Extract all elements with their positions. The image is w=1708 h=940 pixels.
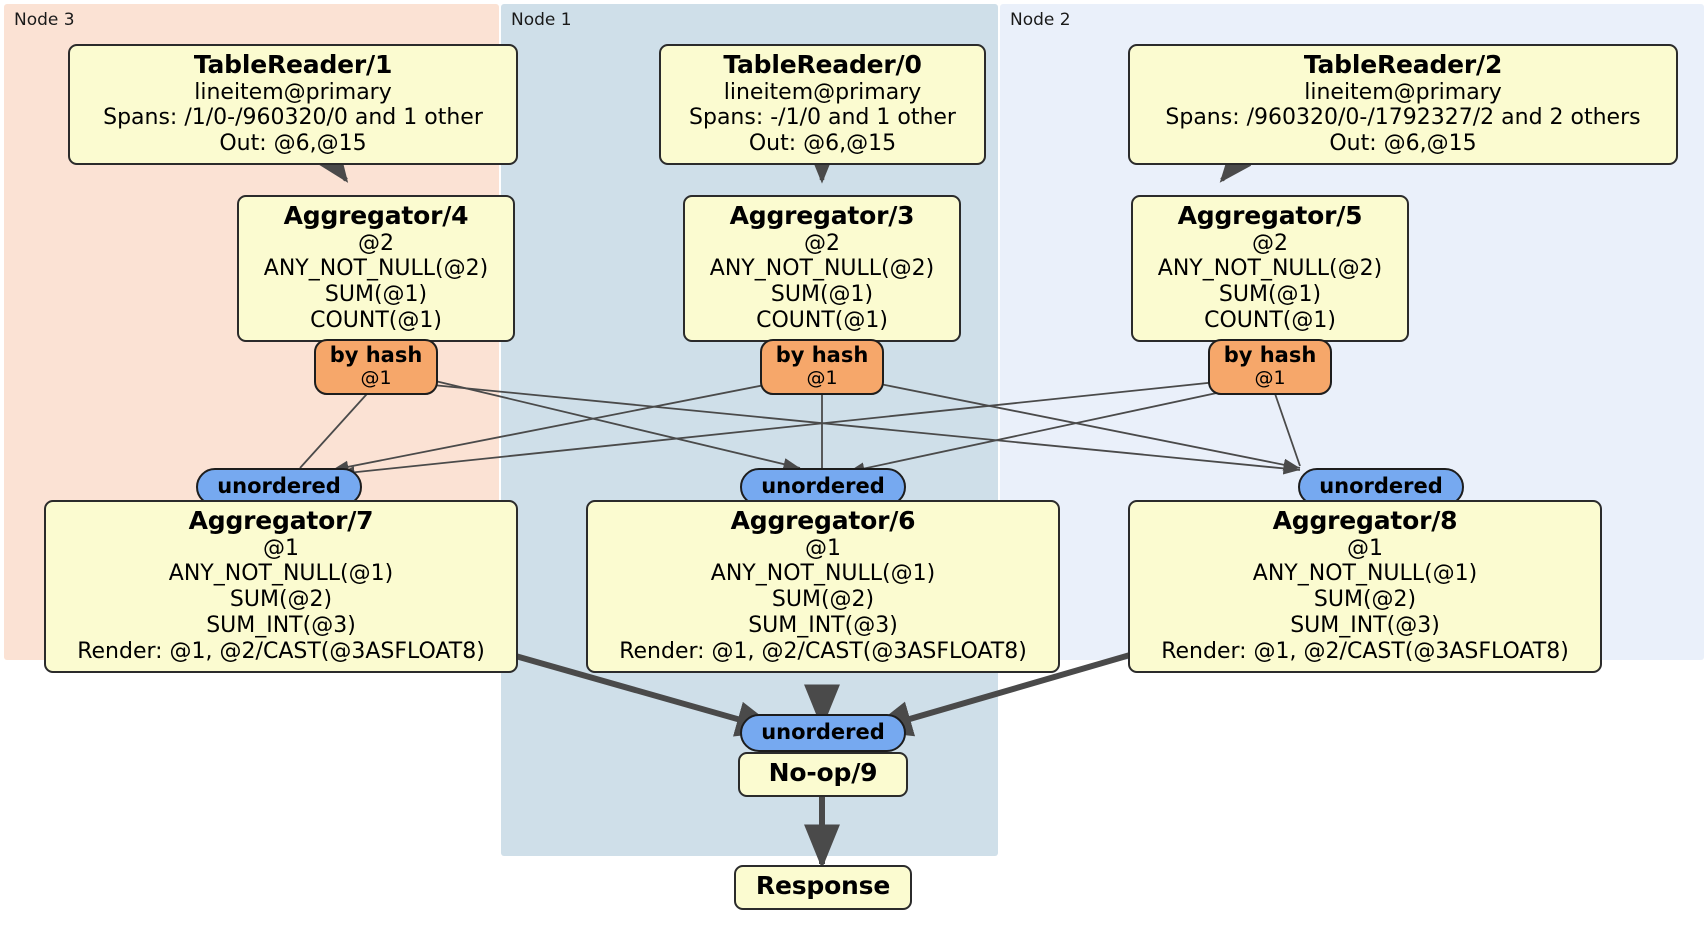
processor-line: Out: @6,@15 [219, 131, 367, 157]
processor-line: SUM(@2) [229, 587, 333, 613]
processor-title: TableReader/0 [723, 50, 922, 79]
processor-aggregator-5[interactable]: Aggregator/5 @2 ANY_NOT_NULL(@2) SUM(@1)… [1131, 195, 1409, 343]
router-label: by hash [1223, 343, 1317, 367]
processor-line: ANY_NOT_NULL(@2) [1157, 256, 1383, 282]
unordered-synchronizer-center[interactable]: unordered [740, 468, 906, 506]
processor-title: Aggregator/8 [1272, 506, 1458, 535]
processor-line: ANY_NOT_NULL(@1) [710, 561, 936, 587]
processor-line: Out: @6,@15 [748, 131, 897, 157]
processor-line: Out: @6,@15 [1329, 131, 1477, 157]
processor-line: @2 [358, 230, 394, 256]
processor-line: @1 [1347, 535, 1383, 561]
router-label: by hash [775, 343, 869, 367]
hash-router-right[interactable]: by hash @1 [1208, 339, 1332, 395]
processor-aggregator-6[interactable]: Aggregator/6 @1 ANY_NOT_NULL(@1) SUM(@2)… [586, 500, 1060, 674]
unordered-synchronizer-left[interactable]: unordered [196, 468, 362, 506]
processor-title: TableReader/1 [193, 50, 393, 79]
processor-line: SUM_INT(@3) [1290, 613, 1440, 639]
processor-title: Aggregator/7 [188, 506, 374, 535]
processor-title: Aggregator/4 [283, 201, 469, 230]
synchronizer-label: unordered [761, 720, 885, 745]
hash-router-center[interactable]: by hash @1 [760, 339, 884, 395]
processor-title: No-op/9 [768, 758, 878, 787]
node-panel-label: Node 2 [1010, 10, 1071, 30]
processor-line: lineitem@primary [1304, 79, 1502, 105]
processor-title: Response [755, 871, 891, 900]
processor-line: ANY_NOT_NULL(@2) [263, 256, 489, 282]
processor-line: COUNT(@1) [310, 308, 442, 334]
processor-title: Aggregator/5 [1177, 201, 1363, 230]
processor-line: lineitem@primary [194, 79, 392, 105]
processor-noop-9[interactable]: No-op/9 [738, 752, 908, 797]
synchronizer-label: unordered [761, 474, 885, 499]
processor-line: Render: @1, @2/CAST(@3ASFLOAT8) [619, 639, 1027, 665]
processor-title: TableReader/2 [1303, 50, 1503, 79]
processor-line: Spans: -/1/0 and 1 other [689, 105, 956, 131]
processor-line: COUNT(@1) [1204, 308, 1336, 334]
router-column: @1 [806, 366, 838, 389]
processor-line: @1 [805, 535, 841, 561]
processor-aggregator-4[interactable]: Aggregator/4 @2 ANY_NOT_NULL(@2) SUM(@1)… [237, 195, 515, 343]
processor-line: @1 [263, 535, 299, 561]
processor-line: SUM_INT(@3) [206, 613, 356, 639]
processor-tablereader-2[interactable]: TableReader/2 lineitem@primary Spans: /9… [1128, 44, 1678, 166]
node-panel-label: Node 1 [511, 10, 572, 30]
processor-title: Aggregator/3 [729, 201, 915, 230]
synchronizer-label: unordered [217, 474, 341, 499]
unordered-synchronizer-final[interactable]: unordered [740, 714, 906, 752]
synchronizer-label: unordered [1319, 474, 1443, 499]
processor-line: SUM_INT(@3) [748, 613, 898, 639]
processor-line: ANY_NOT_NULL(@1) [168, 561, 394, 587]
processor-line: COUNT(@1) [756, 308, 888, 334]
processor-tablereader-0[interactable]: TableReader/0 lineitem@primary Spans: -/… [659, 44, 986, 166]
router-label: by hash [329, 343, 423, 367]
node-panel-label: Node 3 [14, 10, 75, 30]
processor-line: SUM(@2) [771, 587, 875, 613]
processor-response[interactable]: Response [734, 865, 912, 910]
processor-line: Render: @1, @2/CAST(@3ASFLOAT8) [77, 639, 485, 665]
processor-title: Aggregator/6 [730, 506, 916, 535]
processor-line: lineitem@primary [723, 79, 922, 105]
router-column: @1 [360, 366, 392, 389]
processor-aggregator-7[interactable]: Aggregator/7 @1 ANY_NOT_NULL(@1) SUM(@2)… [44, 500, 518, 674]
processor-aggregator-3[interactable]: Aggregator/3 @2 ANY_NOT_NULL(@2) SUM(@1)… [683, 195, 961, 343]
router-column: @1 [1254, 366, 1286, 389]
processor-line: @2 [1252, 230, 1288, 256]
processor-aggregator-8[interactable]: Aggregator/8 @1 ANY_NOT_NULL(@1) SUM(@2)… [1128, 500, 1602, 674]
processor-line: ANY_NOT_NULL(@1) [1252, 561, 1478, 587]
processor-line: SUM(@2) [1313, 587, 1417, 613]
processor-line: SUM(@1) [770, 282, 874, 308]
hash-router-left[interactable]: by hash @1 [314, 339, 438, 395]
processor-line: SUM(@1) [324, 282, 428, 308]
processor-line: Render: @1, @2/CAST(@3ASFLOAT8) [1161, 639, 1569, 665]
processor-line: SUM(@1) [1218, 282, 1322, 308]
processor-line: Spans: /1/0-/960320/0 and 1 other [103, 105, 483, 131]
processor-tablereader-1[interactable]: TableReader/1 lineitem@primary Spans: /1… [68, 44, 518, 166]
processor-line: @2 [804, 230, 840, 256]
processor-line: ANY_NOT_NULL(@2) [709, 256, 935, 282]
processor-line: Spans: /960320/0-/1792327/2 and 2 others [1165, 105, 1641, 131]
